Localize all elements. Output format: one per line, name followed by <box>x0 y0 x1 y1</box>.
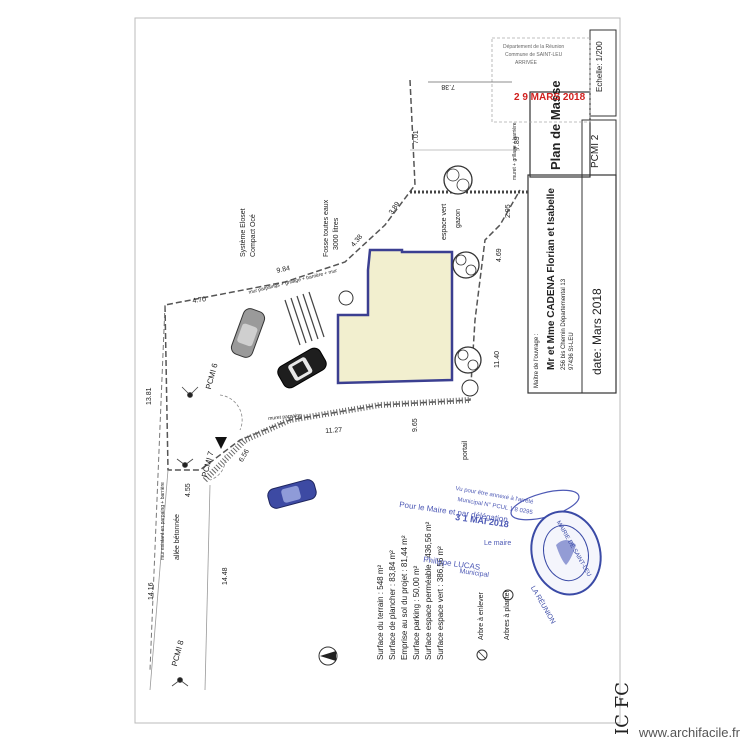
legend-plant-label: Arbres à planter <box>504 590 511 640</box>
view-arrow-icon <box>215 437 227 449</box>
dim-label: 14.48 <box>222 567 229 585</box>
sheet-id: PCMI 2 <box>590 134 601 168</box>
dim-label: 9.65 <box>412 418 419 432</box>
title-block-frame <box>527 174 617 394</box>
tree-icon <box>443 165 473 195</box>
plan-date: date: Mars 2018 <box>590 288 604 375</box>
compact-label: Compact Océ <box>250 214 257 257</box>
surface-line: Surface du terrain : 548 m² <box>376 564 385 660</box>
sheet-id-frame <box>581 119 617 176</box>
owner-name: Mr et Mme CADENA Florian et Isabelle <box>546 188 557 370</box>
house-footprint <box>336 248 454 385</box>
watermark: www.archifacile.fr <box>638 725 740 740</box>
wall-label: mur existant en parpaing + barrière <box>160 482 166 560</box>
dim-label: 4.55 <box>185 483 192 497</box>
stamp-service: ARRIVÉE <box>515 60 537 66</box>
parcel-boundary <box>164 79 521 471</box>
surface-line: Surface de plancher : 83,84 m² <box>388 550 397 660</box>
driveway-label: allée bétonnée <box>174 514 181 560</box>
car-blue-icon <box>267 479 317 509</box>
dim-label: 11.27 <box>325 426 343 435</box>
north-arrow-icon <box>318 646 338 666</box>
stamp-commune: Commune de SAINT-LEU <box>505 52 563 58</box>
gate-icon <box>209 454 226 481</box>
owner-address-2: 97436 St-LEU <box>569 332 575 370</box>
tree-icon <box>454 346 482 374</box>
legend-remove-label: Arbre à enlever <box>478 592 485 640</box>
dim-label: 2.95 <box>505 204 512 218</box>
surface-line: Surface parking : 50,00 m² <box>412 565 421 660</box>
system-label: Système Eloset <box>240 208 247 257</box>
gate-icon <box>219 394 243 431</box>
approval-le-maire: Le maire <box>484 540 512 547</box>
car-black-icon <box>277 347 327 389</box>
septic-tank-icon <box>338 290 354 306</box>
dim-label: 7.38 <box>441 83 455 90</box>
fosse-volume-label: 3000 litres <box>333 217 340 250</box>
parking-hatch <box>284 291 325 346</box>
surface-line: Emprise au sol du projet : 81,44 m² <box>400 535 409 660</box>
arrival-stamp <box>491 37 591 123</box>
gate-label: portail <box>462 440 469 460</box>
municipal-seal-icon <box>530 510 602 596</box>
stamp-date: 2 9 MARS 2018 <box>514 92 586 103</box>
dim-label: 4.69 <box>496 248 503 262</box>
dim-label: 7.01 <box>413 130 420 144</box>
tree-remove-icon <box>476 649 488 661</box>
car-grey-icon <box>230 308 266 358</box>
plan-title-frame <box>529 91 591 178</box>
dim-label: 11.40 <box>494 351 501 368</box>
dim-label: 14.16 <box>148 582 155 600</box>
lawn-label: gazon <box>455 208 462 228</box>
signature: IC FC <box>612 682 633 735</box>
green-space-label: espace vert <box>441 203 448 240</box>
surface-line: Surface espace perméable : 436,56 m² <box>424 521 433 660</box>
dim-label: 13.81 <box>146 387 153 405</box>
scale-label: Echelle: 1/200 <box>595 41 604 92</box>
tree-plant-icon <box>502 589 514 601</box>
fosse-label: Fosse toutes eaux <box>323 199 330 257</box>
tree-icon <box>452 251 480 279</box>
owner-address-1: 256 bis Chemin Départemental 13 <box>561 278 567 370</box>
tree-icon <box>461 379 479 397</box>
wall-label: muret + grillage + barrière <box>512 122 518 180</box>
stamp-header: Département de la Réunion <box>503 44 565 50</box>
view-cone-icon <box>171 386 199 687</box>
street-wall <box>202 397 471 483</box>
owner-label: Maître de l'ouvrage : <box>534 333 540 388</box>
